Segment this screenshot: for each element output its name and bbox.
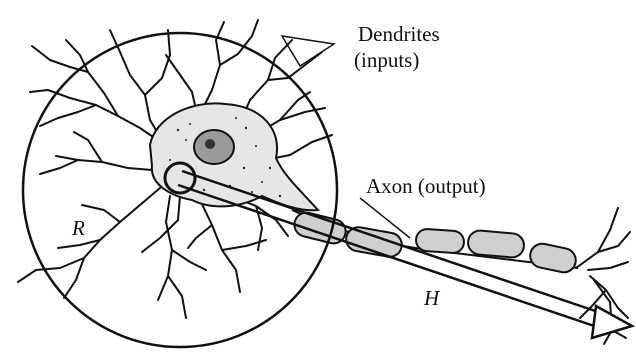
nucleolus [205,139,215,149]
height-label: H [424,286,439,310]
radius-label: R [72,216,85,240]
dendrites-sublabel: (inputs) [354,48,419,72]
dendrites-label: Dendrites [358,22,440,46]
cell-body [150,103,318,210]
axon-label: Axon (output) [366,174,486,198]
dendrites-callout [282,36,334,66]
